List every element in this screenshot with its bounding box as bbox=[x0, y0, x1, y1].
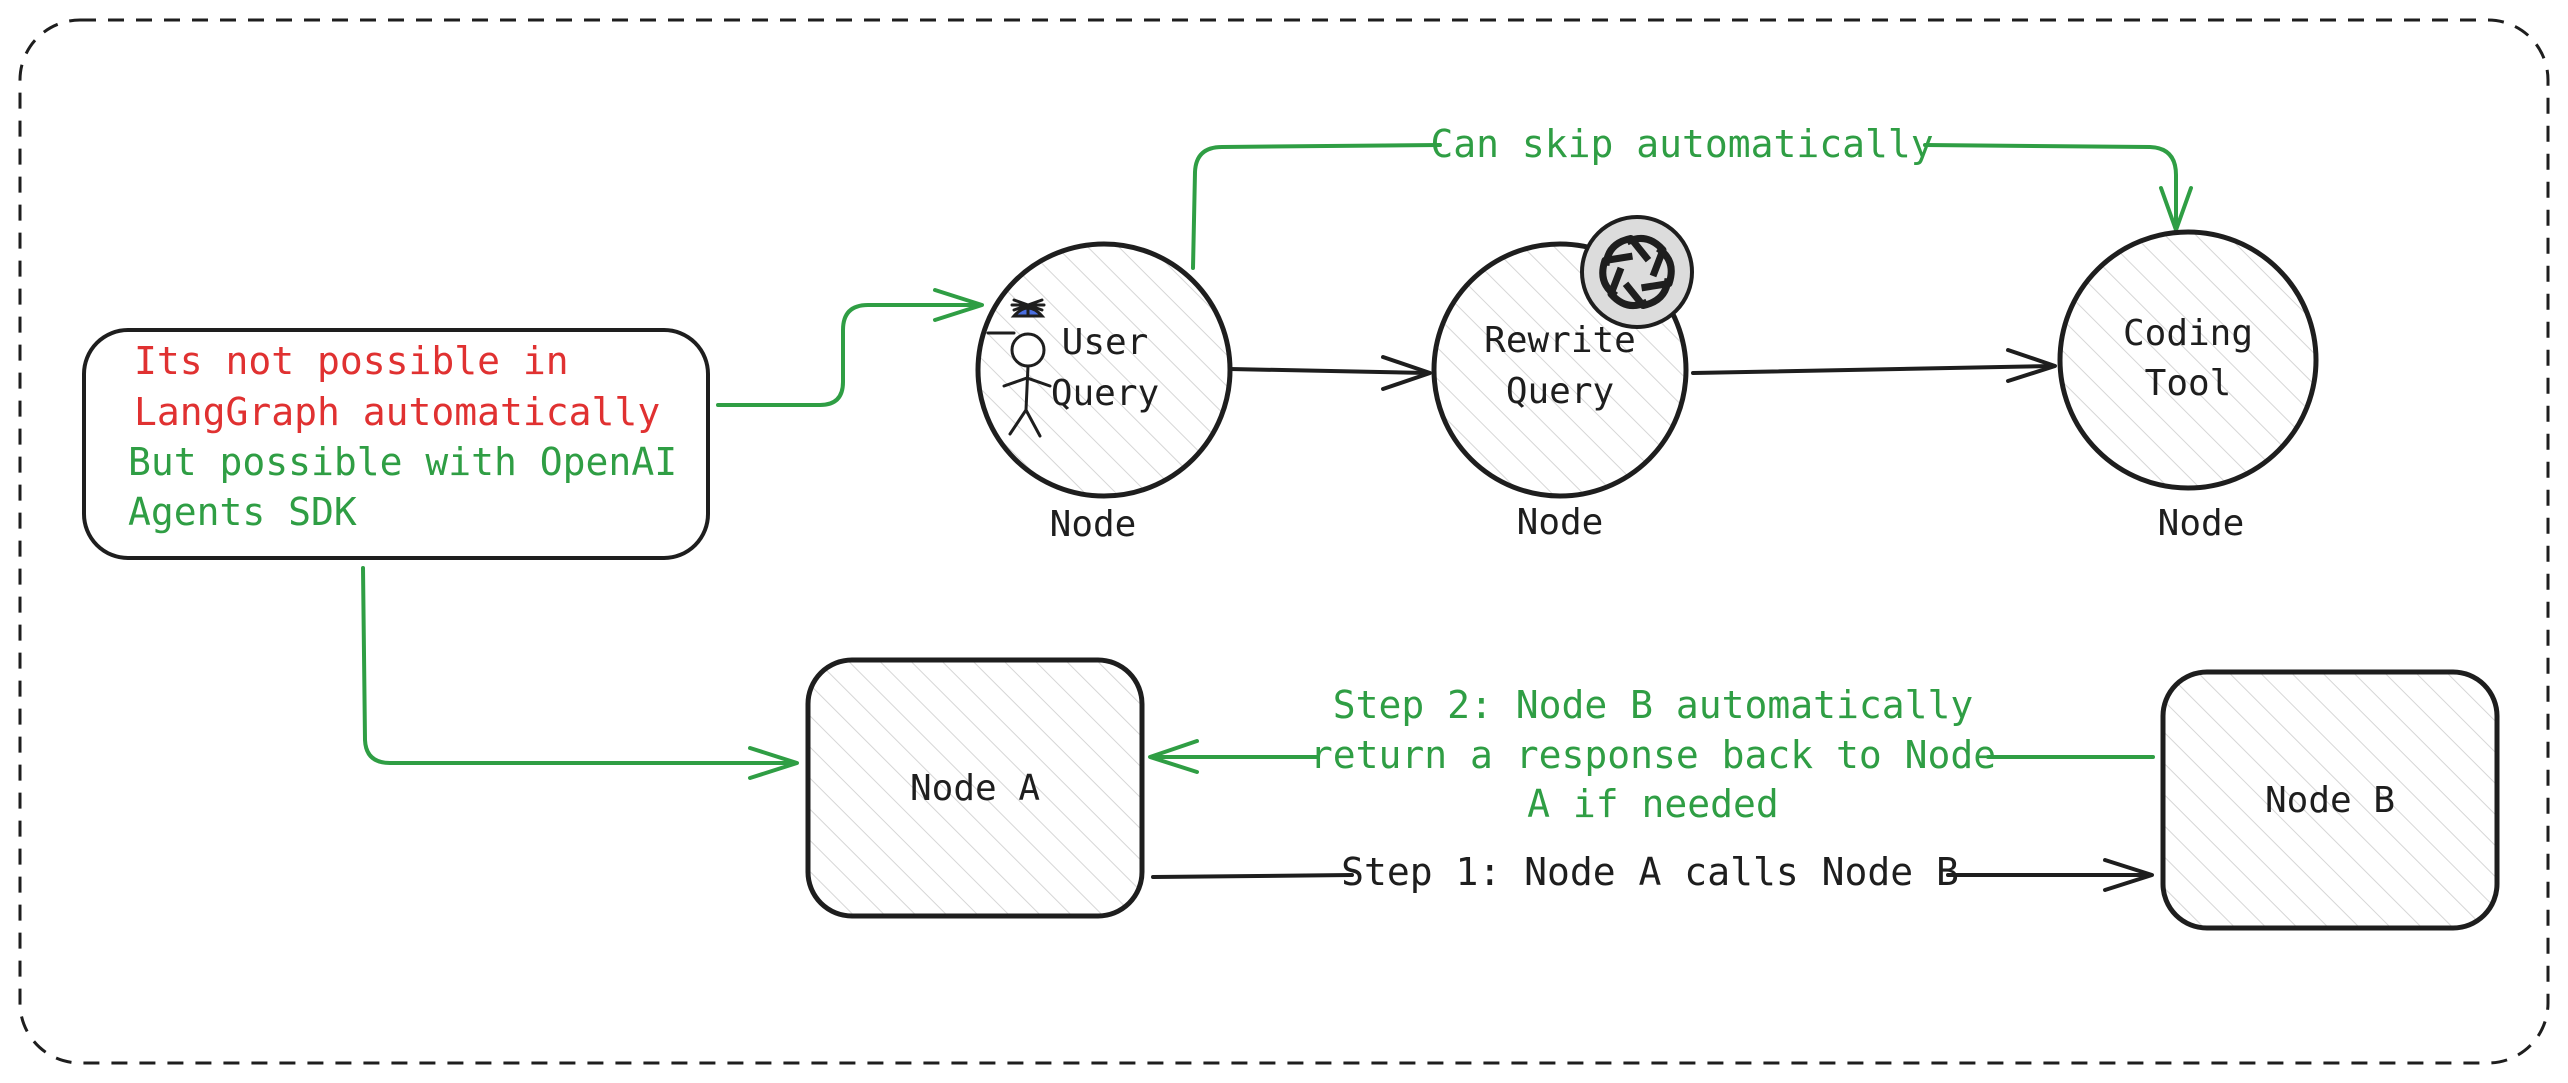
callout-line-1: Its not possible in bbox=[134, 339, 569, 383]
arrow-rewrite-to-coding[interactable] bbox=[1691, 364, 2055, 375]
arrowhead-coding bbox=[2006, 348, 2057, 383]
user-query-label-line2: Query bbox=[1051, 373, 1159, 414]
stick-figure-icon bbox=[986, 298, 1052, 438]
callout-box[interactable] bbox=[82, 328, 710, 560]
callout-line-2: LangGraph automatically bbox=[134, 390, 660, 434]
arrowhead-node-a bbox=[748, 746, 799, 780]
arrowhead-step2 bbox=[1148, 739, 1199, 774]
user-query-label-line1: User bbox=[1062, 322, 1149, 363]
arrow-step1[interactable] bbox=[1151, 873, 2152, 879]
rewrite-query-label-line2: Query bbox=[1506, 371, 1614, 412]
node-b[interactable]: Node B bbox=[2160, 669, 2500, 931]
step2-label-line3: A if needed bbox=[1527, 782, 1779, 826]
rewrite-query-label-line1: Rewrite bbox=[1484, 320, 1636, 361]
arrow-user-to-rewrite[interactable] bbox=[1228, 367, 1430, 375]
callout-line-3: But possible with OpenAI bbox=[128, 440, 677, 484]
coding-tool-label-line1: Coding bbox=[2123, 313, 2253, 354]
arrow-callout-to-node-a[interactable] bbox=[361, 566, 797, 765]
arrowhead-rewrite bbox=[1381, 355, 1432, 391]
arrowhead-user-query bbox=[933, 288, 984, 322]
coding-tool-caption: Node bbox=[2158, 503, 2245, 544]
step2-label-line1: Step 2: Node B automatically bbox=[1333, 683, 1974, 727]
step2-label-line2: return a response back to Node bbox=[1310, 733, 1996, 777]
callout-line-4: Agents SDK bbox=[128, 490, 357, 534]
rewrite-query-caption: Node bbox=[1517, 502, 1604, 543]
node-a[interactable]: Node A bbox=[805, 657, 1145, 919]
arrowhead-step1 bbox=[2103, 858, 2154, 892]
arrow-skip-automatically[interactable] bbox=[1191, 143, 2178, 270]
node-a-label: Node A bbox=[910, 768, 1040, 809]
node-b-label: Node B bbox=[2265, 780, 2395, 821]
openai-logo-icon bbox=[1580, 215, 1694, 329]
skip-automatically-label: Can skip automatically bbox=[1430, 122, 1933, 166]
step1-label: Step 1: Node A calls Node B bbox=[1341, 850, 1959, 894]
user-query-caption: Node bbox=[1050, 504, 1137, 545]
outer-dashed-frame bbox=[18, 18, 2550, 1065]
node-coding-tool[interactable]: Coding Tool bbox=[2057, 229, 2319, 491]
arrowhead-skip bbox=[2159, 186, 2193, 232]
coding-tool-label-line2: Tool bbox=[2145, 363, 2232, 404]
node-user-query[interactable]: User Query bbox=[975, 241, 1233, 499]
arrow-callout-to-user-query[interactable] bbox=[716, 303, 982, 407]
